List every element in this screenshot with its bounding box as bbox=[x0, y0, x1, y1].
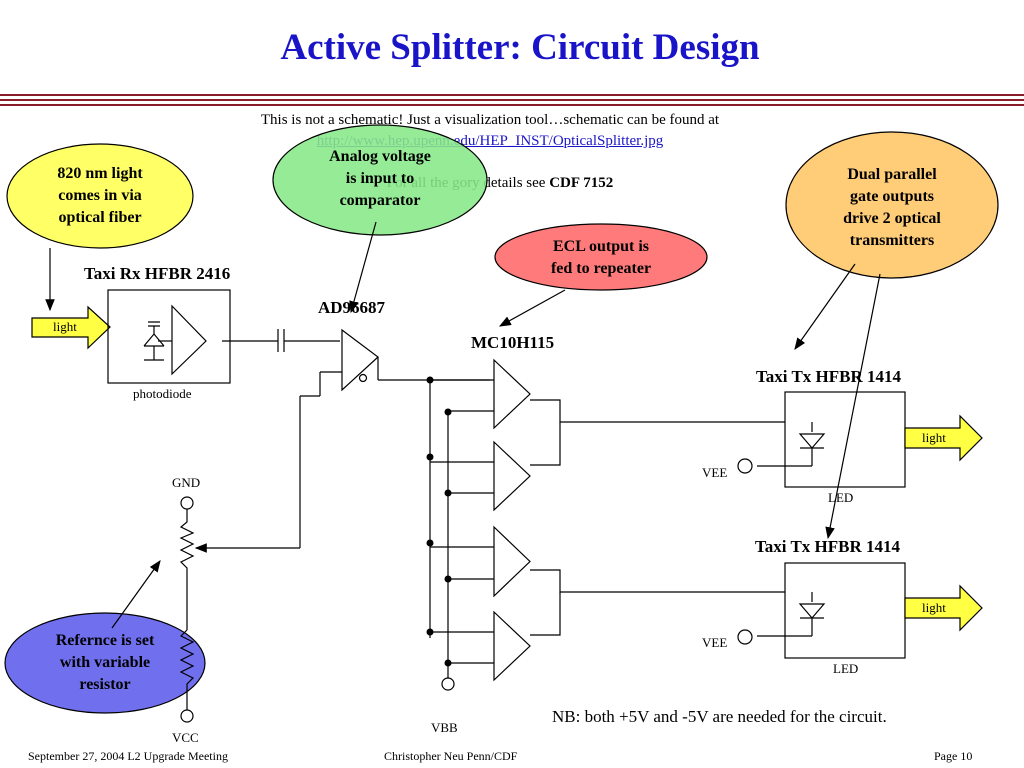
ref-bubble-line: Refernce is set bbox=[55, 632, 155, 649]
light-out2-arrow bbox=[904, 584, 983, 632]
junction-dot bbox=[426, 376, 434, 384]
dual-bubble bbox=[785, 131, 999, 279]
junction-dot bbox=[444, 659, 452, 667]
repeater-part-label: MC10H115 bbox=[471, 333, 555, 352]
tx1-part-label: Taxi Tx HFBR 1414 bbox=[756, 367, 902, 386]
dual-pointer-arrow-2 bbox=[825, 273, 881, 540]
ecl-bubble bbox=[494, 223, 708, 291]
title-rule-top bbox=[0, 94, 1024, 96]
tx2-box bbox=[784, 562, 906, 659]
junction-dot bbox=[444, 575, 452, 583]
junction-dot bbox=[444, 408, 452, 416]
dual-bubble-text: Dual parallel gate outputs drive 2 optic… bbox=[802, 164, 982, 252]
tx2-led-symbol bbox=[757, 592, 826, 637]
ref-bubble-line: resistor bbox=[79, 676, 131, 693]
vee2-label: VEE bbox=[702, 635, 728, 650]
tx2-wire-b bbox=[530, 592, 561, 636]
vee1-label: VEE bbox=[702, 465, 728, 480]
comparator-symbol bbox=[341, 328, 379, 392]
ref-pointer-arrow bbox=[111, 560, 161, 629]
dual-bubble-line: Dual parallel bbox=[847, 166, 937, 183]
vcc-terminal bbox=[180, 709, 194, 723]
ref-bubble bbox=[4, 612, 206, 714]
analog-bubble bbox=[272, 124, 488, 236]
title-rule-bottom bbox=[0, 104, 1024, 106]
comparator-inverting-bubble bbox=[358, 373, 368, 383]
bottom-resistor bbox=[179, 629, 195, 710]
light-out2-label: light bbox=[922, 600, 946, 615]
ecl-bubble-line: ECL output is bbox=[552, 238, 650, 255]
footer-page-number: Page 10 bbox=[934, 749, 973, 763]
repeater-gate bbox=[493, 610, 531, 682]
ecl-bubble-line: fed to repeater bbox=[550, 260, 652, 277]
tx2-part-label: Taxi Tx HFBR 1414 bbox=[755, 537, 901, 556]
repeater-gate bbox=[493, 525, 531, 598]
ecl-bubble-text: ECL output is fed to repeater bbox=[515, 236, 687, 280]
junction-dot bbox=[426, 628, 434, 636]
rx-part-label: Taxi Rx HFBR 2416 bbox=[84, 264, 231, 283]
tx1-wire-b bbox=[530, 422, 561, 466]
light-out1-arrow bbox=[904, 414, 983, 462]
led2-label: LED bbox=[833, 661, 859, 676]
slide-title: Active Splitter: Circuit Design bbox=[280, 27, 760, 68]
gnd-label: GND bbox=[172, 475, 201, 490]
dual-bubble-line: drive 2 optical bbox=[843, 210, 941, 227]
footer-author: Christopher Neu Penn/CDF bbox=[384, 749, 518, 763]
tx1-led-symbol bbox=[757, 422, 826, 467]
fiber-bubble-text: 820 nm light comes in via optical fiber bbox=[20, 163, 180, 229]
analog-pointer-arrow bbox=[349, 221, 377, 314]
vbb-terminal bbox=[441, 677, 455, 691]
cdf-reference: CDF 7152 bbox=[549, 175, 614, 191]
dual-bubble-line: gate outputs bbox=[849, 188, 934, 205]
analog-bubble-line: comparator bbox=[339, 192, 421, 209]
vee1-terminal bbox=[737, 458, 753, 474]
photodiode-label: photodiode bbox=[133, 386, 192, 401]
rx-box bbox=[107, 289, 231, 384]
ecl-pointer-arrow bbox=[498, 289, 566, 327]
ref-bubble-text: Refernce is set with variable resistor bbox=[25, 630, 185, 696]
gnd-terminal bbox=[180, 496, 194, 510]
junction-dot bbox=[426, 539, 434, 547]
tx1-wire bbox=[530, 399, 785, 423]
light-in-arrow bbox=[31, 305, 111, 350]
fiber-bubble bbox=[6, 143, 194, 249]
light-in-label: light bbox=[53, 319, 77, 334]
repeater-gate bbox=[493, 358, 531, 430]
comparator-part-label: AD96687 bbox=[318, 298, 386, 317]
nb-note: NB: both +5V and -5V are needed for the … bbox=[552, 707, 887, 726]
tx1-box bbox=[784, 391, 906, 488]
ref-bubble-line: with variable bbox=[59, 654, 151, 671]
footer-date-meeting: September 27, 2004 L2 Upgrade Meeting bbox=[28, 749, 228, 763]
dual-pointer-arrow-1 bbox=[794, 263, 856, 350]
fiber-bubble-line: comes in via bbox=[58, 187, 142, 204]
repeater-gate bbox=[493, 440, 531, 512]
rx-photodiode-symbol bbox=[143, 321, 165, 361]
title-rule-middle bbox=[0, 99, 1024, 101]
vcc-label: VCC bbox=[172, 730, 199, 745]
rx-amplifier bbox=[171, 304, 207, 376]
tx2-wire bbox=[530, 569, 785, 593]
top-resistor bbox=[179, 509, 195, 578]
junction-dot bbox=[444, 489, 452, 497]
light-out1-label: light bbox=[922, 430, 946, 445]
analog-bubble-line: Analog voltage bbox=[329, 148, 431, 165]
vbb-label: VBB bbox=[431, 720, 458, 735]
analog-bubble-text: Analog voltage is input to comparator bbox=[300, 146, 460, 212]
junction-dot bbox=[426, 453, 434, 461]
vee2-terminal bbox=[737, 629, 753, 645]
dual-bubble-line: transmitters bbox=[849, 232, 935, 249]
led1-label: LED bbox=[828, 490, 854, 505]
note-line-1: This is not a schematic! Just a visualiz… bbox=[260, 112, 720, 128]
analog-bubble-line: is input to bbox=[345, 170, 415, 187]
fiber-bubble-line: 820 nm light bbox=[57, 165, 143, 182]
fiber-bubble-line: optical fiber bbox=[58, 209, 142, 226]
